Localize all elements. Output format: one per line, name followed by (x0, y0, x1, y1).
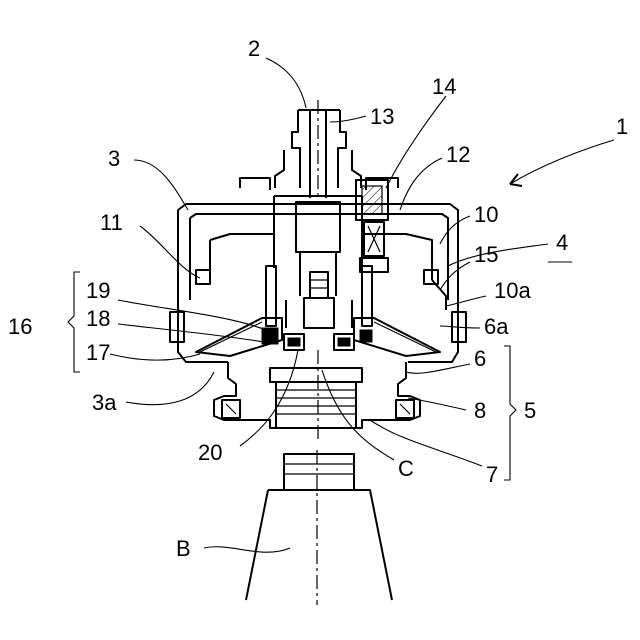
label-17: 17 (86, 340, 110, 365)
leader-19 (118, 300, 266, 330)
label-b: B (176, 536, 191, 561)
label-16: 16 (8, 314, 32, 339)
leader-10a (446, 296, 486, 306)
label-5: 5 (524, 398, 536, 423)
adapter-5 (214, 350, 420, 440)
leader-13 (330, 116, 366, 122)
leader-15 (440, 262, 470, 290)
leader-12 (400, 158, 442, 210)
label-3: 3 (108, 146, 120, 171)
label-1: 1 (616, 114, 628, 139)
bottle-shoulder-left (246, 490, 268, 600)
leader-1 (510, 140, 614, 184)
label-13: 13 (370, 104, 394, 129)
wedge-ring-left (196, 318, 304, 356)
leader-3a (126, 372, 214, 405)
label-15: 15 (474, 242, 498, 267)
label-7: 7 (486, 462, 498, 487)
label-11: 11 (100, 210, 123, 235)
leader-7 (370, 420, 482, 466)
leader-14 (386, 96, 446, 188)
leader-2 (266, 58, 306, 108)
leader-3 (134, 160, 188, 210)
label-3a: 3a (92, 390, 117, 415)
bottle-neck-finish (284, 454, 354, 490)
label-12: 12 (446, 142, 470, 167)
wedge-ring-right (334, 318, 440, 356)
label-18: 18 (86, 306, 110, 331)
leader-8 (408, 398, 466, 410)
leader-b (204, 547, 290, 552)
outer-cap-3 (170, 178, 466, 362)
label-c: C (398, 456, 414, 481)
label-6: 6 (474, 346, 486, 371)
valve-assembly-14 (356, 180, 388, 272)
label-6a: 6a (484, 314, 509, 339)
label-8: 8 (474, 398, 486, 423)
bottle-b (246, 450, 392, 605)
leader-6a (440, 326, 480, 328)
leader-c (322, 370, 394, 460)
label-20: 20 (198, 440, 222, 465)
label-4: 4 (556, 230, 568, 255)
nozzle-stem (275, 100, 361, 200)
bracket-5 (504, 346, 516, 480)
label-19: 19 (86, 278, 110, 303)
leader-6 (406, 364, 470, 373)
label-10a: 10a (494, 278, 531, 303)
leader-17 (110, 354, 200, 360)
bracket-16 (68, 272, 80, 372)
leader-10 (440, 216, 470, 244)
label-10: 10 (474, 202, 498, 227)
label-2: 2 (248, 36, 260, 61)
label-14: 14 (432, 74, 456, 99)
bottle-shoulder-right (268, 490, 392, 600)
